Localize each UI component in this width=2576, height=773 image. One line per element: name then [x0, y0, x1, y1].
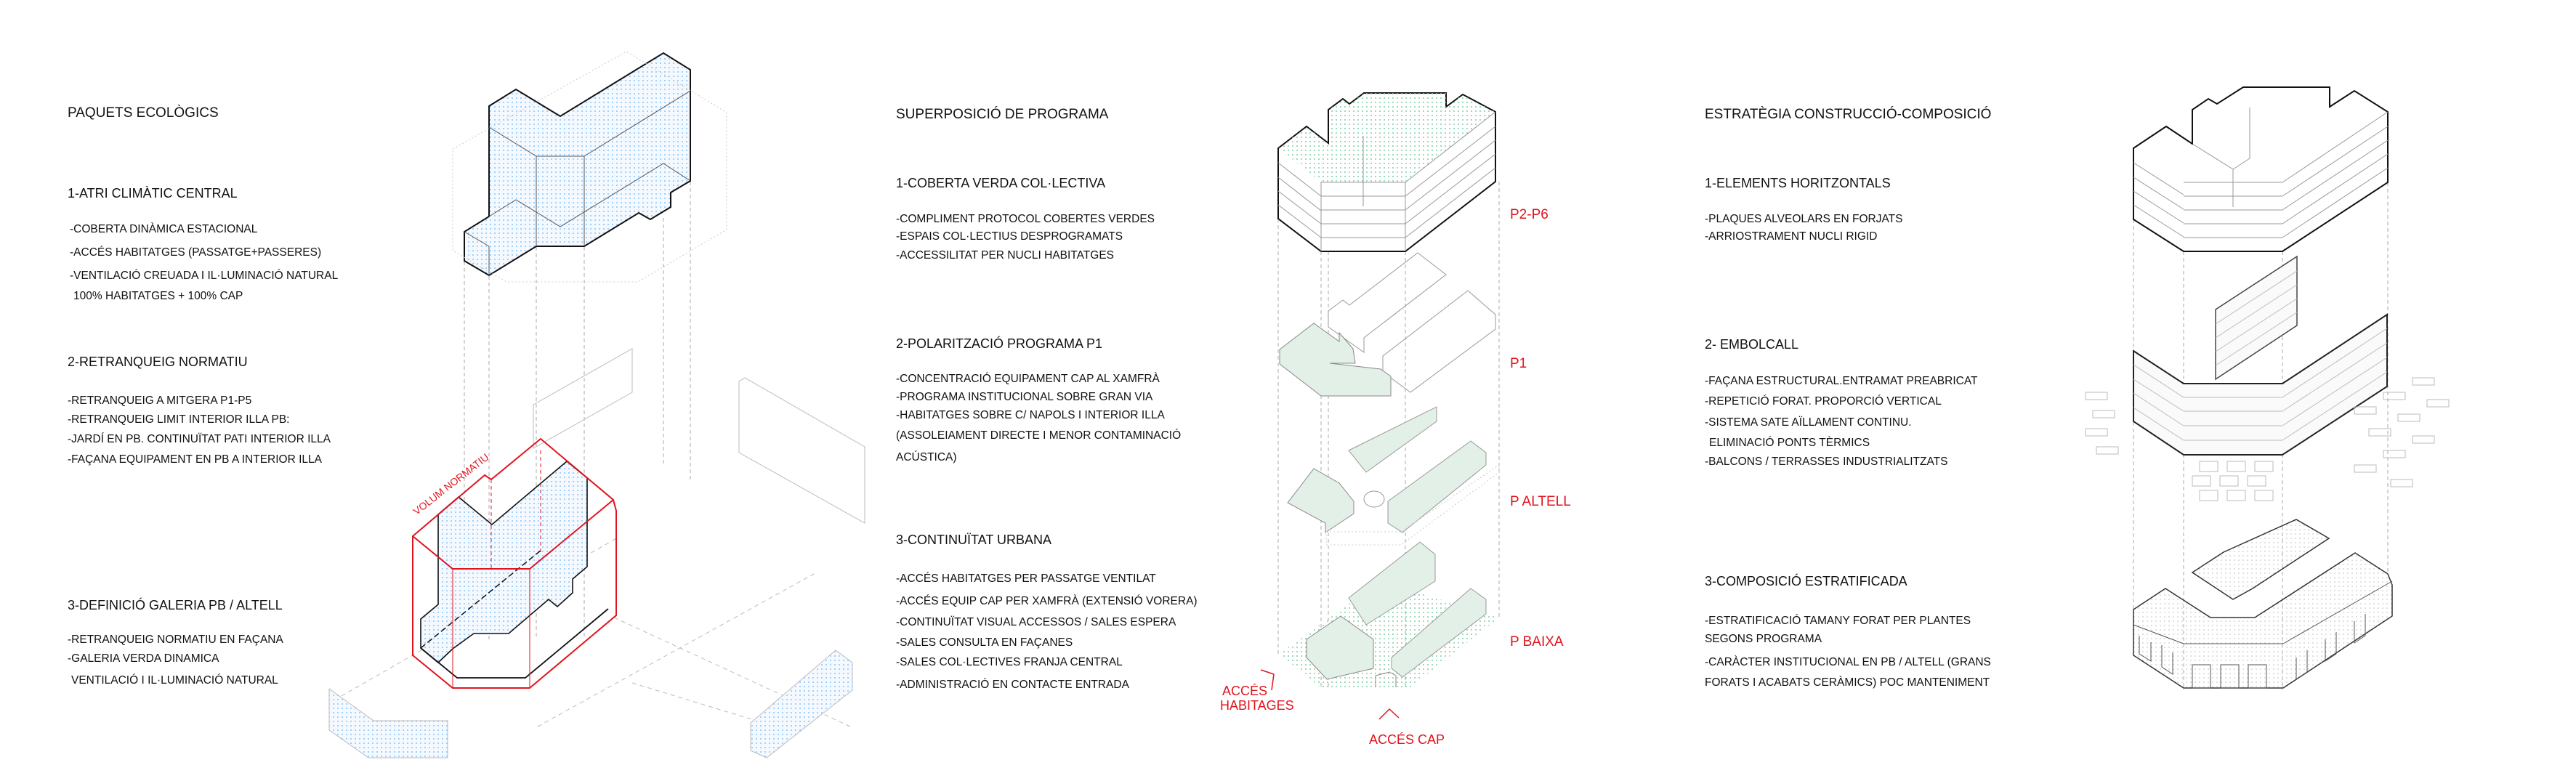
access-housing-label: HABITAGES — [1220, 698, 1294, 713]
bullet: -ACCÉS HABITATGES PER PASSATGE VENTILAT — [896, 572, 1156, 585]
bullet: -RETRANQUEIG A MITGERA P1-P5 — [68, 394, 252, 407]
side-wing-left — [328, 688, 448, 758]
section-title-ecological-packages: PAQUETS ECOLÒGICS — [68, 105, 219, 121]
bullet: -JARDÍ EN PB. CONTINUÏTAT PATI INTERIOR … — [68, 433, 331, 445]
wall-element — [533, 348, 633, 449]
bullet: -SALES CONSULTA EN FAÇANES — [896, 636, 1073, 649]
bullet: -BALCONS / TERRASSES INDUSTRIALITZATS — [1705, 456, 1948, 468]
bullet: -RETRANQUEIG NORMATIU EN FAÇANA — [68, 634, 283, 646]
bullet: -COMPLIMENT PROTOCOL COBERTES VERDES — [896, 213, 1155, 225]
wall-panel — [738, 377, 865, 524]
bullet: -ACCÉS HABITATGES (PASSATGE+PASSERES) — [70, 246, 322, 259]
bullet: VENTILACIÓ I IL·LUMINACIÓ NATURAL — [71, 674, 278, 687]
bullet: -ADMINISTRACIÓ EN CONTACTE ENTRADA — [896, 679, 1129, 691]
bullet: -CONTINUÏTAT VISUAL ACCESSOS / SALES ESP… — [896, 616, 1176, 628]
bullet: -ACCESSILITAT PER NUCLI HABITATGES — [896, 249, 1115, 262]
bullet: -PLAQUES ALVEOLARS EN FORJATS — [1705, 213, 1903, 225]
level-label-p-baixa: P BAIXA — [1510, 634, 1564, 649]
bullet: FORATS I ACABATS CERÀMICS) POC MANTENIME… — [1705, 676, 1990, 689]
bullet: -PROGRAMA INSTITUCIONAL SOBRE GRAN VIA — [896, 391, 1153, 403]
construction-strategy-drawing — [2085, 86, 2450, 690]
baixa-equipment — [1306, 615, 1374, 680]
bullet: ELIMINACIÓ PONTS TÈRMICS — [1709, 437, 1870, 449]
access-housing-label: ACCÉS — [1222, 684, 1268, 698]
heading-definicio-galeria: 3-DEFINICIÓ GALERIA PB / ALTELL — [68, 598, 283, 612]
section-title-program-overlay: SUPERPOSICIÓ DE PROGRAMA — [896, 107, 1109, 122]
bullet: -ESTRATIFICACIÓ TAMANY FORAT PER PLANTES — [1705, 615, 1971, 627]
slabs-block — [2133, 86, 2389, 252]
level-label-p-altell: P ALTELL — [1510, 494, 1571, 509]
bullet: -SALES COL·LECTIVES FRANJA CENTRAL — [896, 656, 1123, 668]
bullet: -VENTILACIÓ CREUADA I IL·LUMINACIÓ NATUR… — [70, 270, 339, 282]
bullet: -RETRANQUEIG LIMIT INTERIOR ILLA PB: — [68, 413, 290, 426]
bullet: -ESPAIS COL·LECTIUS DESPROGRAMATS — [896, 230, 1123, 243]
heading-retranqueig-normatiu: 2-RETRANQUEIG NORMATIU — [68, 355, 248, 369]
bullet: -CONCENTRACIÓ EQUIPAMENT CAP AL XAMFRÀ — [896, 373, 1160, 385]
heading-composicio-estratificada: 3-COMPOSICIÓ ESTRATIFICADA — [1705, 574, 1907, 588]
bullet: -FAÇANA ESTRUCTURAL.ENTRAMAT PREABRICAT — [1705, 375, 1978, 387]
normative-volume-outline — [412, 437, 617, 689]
p1-equipment — [1279, 323, 1392, 397]
p1-housing-bar-2 — [1382, 290, 1496, 393]
ecological-packages-drawing — [328, 51, 865, 758]
balcony-modules — [2085, 377, 2450, 501]
heading-continuitat-urbana: 3-CONTINUÏTAT URBANA — [896, 533, 1052, 547]
altell-bar-2 — [1387, 440, 1487, 533]
altell-equipment — [1287, 468, 1354, 533]
bullet: -COBERTA DINÀMICA ESTACIONAL — [70, 223, 258, 235]
altell-bar-1 — [1348, 406, 1437, 473]
heading-embolcall: 2- EMBOLCALL — [1705, 337, 1799, 352]
heading-elements-horitzontals: 1-ELEMENTS HORITZONTALS — [1705, 176, 1891, 190]
bullet: -HABITATGES SOBRE C/ NAPOLS I INTERIOR I… — [896, 409, 1165, 421]
heading-coberta-verda: 1-COBERTA VERDA COL·LECTIVA — [896, 176, 1106, 190]
stratified-base — [2133, 552, 2393, 689]
bullet: -CARÀCTER INSTITUCIONAL EN PB / ALTELL (… — [1705, 656, 1991, 668]
facade-panel — [2215, 255, 2298, 381]
bullet: -ACCÉS EQUIP CAP PER XAMFRÀ (EXTENSIÓ VO… — [896, 595, 1198, 607]
bullet: -ARRIOSTRAMENT NUCLI RIGID — [1705, 230, 1878, 243]
bullet: -SISTEMA SATE AÏLLAMENT CONTINU. — [1705, 416, 1912, 429]
side-wing-right — [750, 649, 853, 758]
access-cap-label: ACCÉS CAP — [1369, 732, 1445, 747]
program-overlay-drawing — [1260, 92, 1500, 720]
baixa-bar-1 — [1348, 541, 1436, 626]
bullet: -REPETICIÓ FORAT. PROPORCIÓ VERTICAL — [1705, 395, 1942, 408]
bullet: -FAÇANA EQUIPAMENT EN PB A INTERIOR ILLA — [68, 453, 322, 466]
bullet: 100% HABITATGES + 100% CAP — [73, 290, 243, 302]
baixa-bar-2 — [1391, 588, 1487, 678]
section-title-construction-strategy: ESTRATÈGIA CONSTRUCCIÓ-COMPOSICIÓ — [1705, 107, 1992, 122]
bullet: SEGONS PROGRAMA — [1705, 633, 1822, 645]
facade-envelope — [2133, 313, 2388, 456]
bullet: (ASSOLEIAMENT DIRECTE I MENOR CONTAMINAC… — [896, 429, 1182, 442]
upper-volume-block — [464, 52, 691, 277]
level-label-p1: P1 — [1510, 356, 1527, 371]
upper-galeria-block — [420, 460, 588, 664]
p1-housing-bar-1 — [1328, 252, 1447, 353]
heading-polaritzacio: 2-POLARITZACIÓ PROGRAMA P1 — [896, 336, 1103, 351]
heading-atri-climatic: 1-ATRI CLIMÀTIC CENTRAL — [68, 186, 238, 201]
level-label-p2-p6: P2-P6 — [1510, 207, 1549, 222]
bullet: ACÚSTICA) — [896, 451, 957, 464]
bullet: -GALERIA VERDA DINAMICA — [68, 652, 219, 665]
